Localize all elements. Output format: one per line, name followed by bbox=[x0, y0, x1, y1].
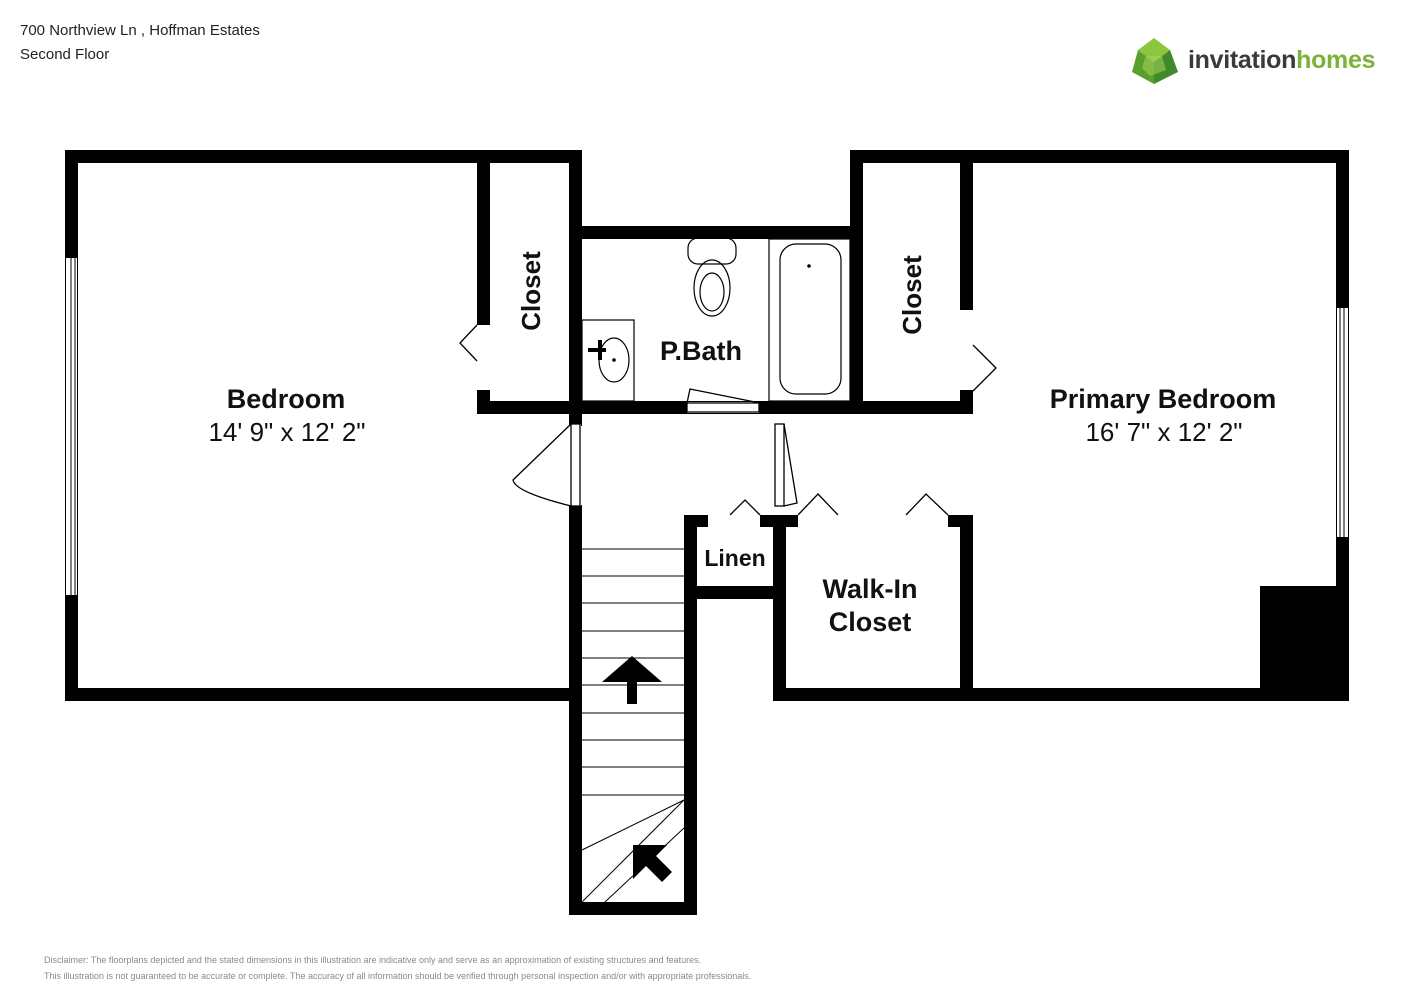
bedroom-dimensions: 14' 9" x 12' 2" bbox=[208, 417, 365, 447]
logo-word-invitation: invitation bbox=[1188, 46, 1297, 74]
linen-label: Linen bbox=[704, 545, 765, 571]
stair-up-arrow-icon bbox=[602, 656, 662, 704]
disclaimer-line-2: This illustration is not guaranteed to b… bbox=[44, 971, 752, 981]
walkin-closet-label-line1: Walk-In bbox=[822, 574, 917, 604]
doors bbox=[459, 324, 997, 516]
logo-word-homes: homes bbox=[1296, 46, 1376, 74]
pbath-label: P.Bath bbox=[660, 336, 742, 366]
logo-wordmark: invitationhomes bbox=[1188, 46, 1376, 75]
invitation-homes-logo: invitationhomes bbox=[1128, 36, 1388, 92]
toilet-tank bbox=[687, 237, 737, 265]
bath-fixtures bbox=[581, 237, 851, 402]
closet-left-label: Closet bbox=[516, 251, 546, 331]
stair-diagonal-arrow-icon bbox=[633, 845, 672, 882]
bedroom-label: Bedroom bbox=[227, 384, 346, 414]
toilet-bowl bbox=[693, 259, 731, 317]
disclaimer-line-1: Disclaimer: The floorplans depicted and … bbox=[44, 955, 702, 965]
faucet-icon bbox=[588, 340, 606, 360]
closet-right-label: Closet bbox=[897, 255, 927, 335]
vanity bbox=[581, 319, 635, 402]
walls bbox=[65, 150, 1349, 915]
bathtub bbox=[768, 238, 851, 402]
property-address: 700 Northview Ln , Hoffman Estates bbox=[20, 22, 260, 39]
walkin-closet-label-line2: Closet bbox=[829, 607, 912, 637]
room-labels: Bedroom 14' 9" x 12' 2" Closet P.Bath Cl… bbox=[208, 251, 1276, 637]
stairs bbox=[581, 548, 685, 903]
logo-mark-icon bbox=[1132, 38, 1178, 84]
primary-bedroom-dimensions: 16' 7" x 12' 2" bbox=[1085, 417, 1242, 447]
primary-bedroom-label: Primary Bedroom bbox=[1050, 384, 1277, 414]
floor-label: Second Floor bbox=[20, 46, 110, 63]
